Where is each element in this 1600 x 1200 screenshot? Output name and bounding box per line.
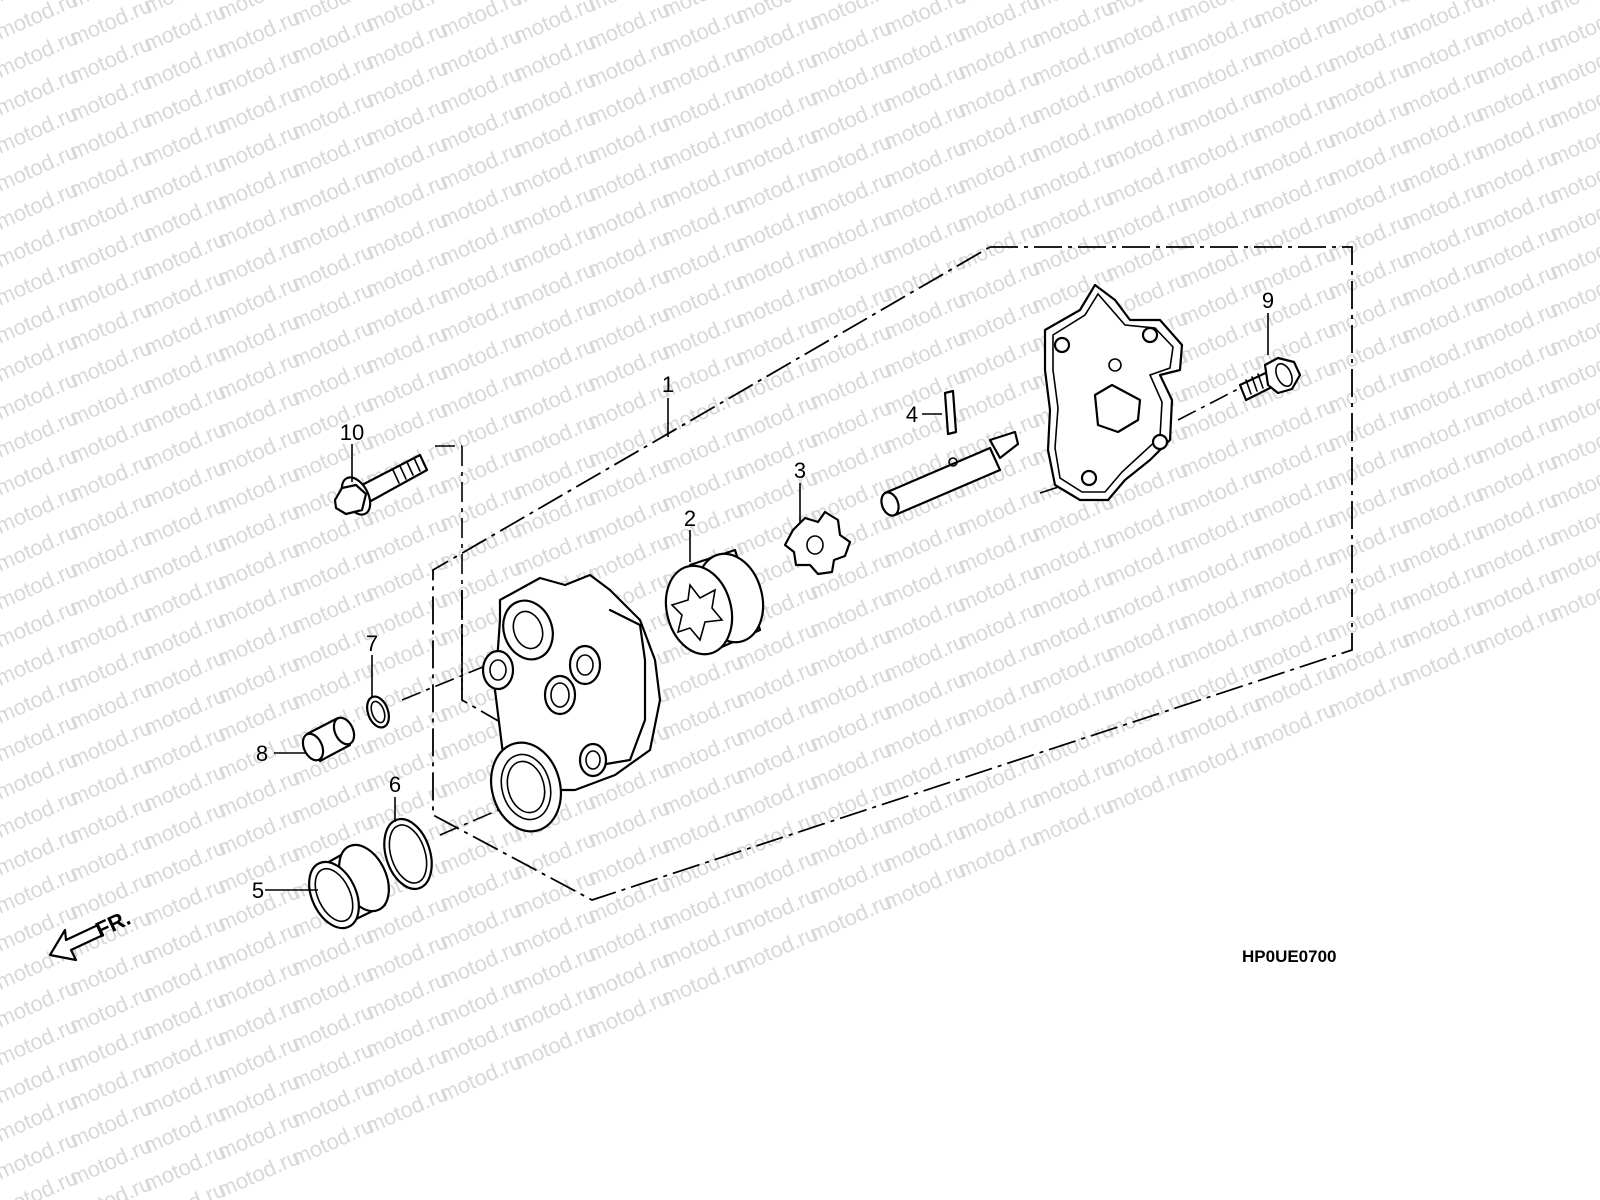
front-direction-arrow-icon bbox=[48, 923, 105, 962]
centerline-plate bbox=[1039, 479, 1081, 494]
assembly-boundary bbox=[432, 246, 1353, 901]
callout-8: 8 bbox=[256, 741, 268, 766]
flange-bolt-part-9 bbox=[1238, 356, 1302, 402]
dowel-part-8 bbox=[301, 716, 356, 763]
pump-shaft bbox=[880, 430, 1020, 517]
callout-6: 6 bbox=[389, 772, 401, 797]
callout-4: 4 bbox=[906, 402, 918, 427]
pin-part-4 bbox=[943, 389, 958, 436]
collar-part-5 bbox=[308, 843, 390, 930]
flange-bolt-part-10 bbox=[333, 453, 429, 516]
diagram-code: HP0UE0700 bbox=[1242, 947, 1337, 966]
callout-1: 1 bbox=[662, 372, 674, 397]
callout-2: 2 bbox=[684, 506, 696, 531]
centerline-bolt9 bbox=[1177, 387, 1241, 421]
large-o-ring-part-6 bbox=[383, 817, 433, 891]
callout-9: 9 bbox=[1262, 288, 1274, 313]
pump-cover-plate bbox=[1043, 283, 1184, 502]
callout-5: 5 bbox=[252, 878, 264, 903]
callout-7: 7 bbox=[366, 631, 378, 656]
outer-rotor-part-2 bbox=[664, 548, 765, 656]
small-o-ring-part-7 bbox=[366, 695, 390, 729]
inner-rotor-part-3 bbox=[783, 510, 852, 576]
pump-body bbox=[481, 573, 662, 833]
callout-10: 10 bbox=[340, 420, 364, 445]
callout-3: 3 bbox=[794, 458, 806, 483]
